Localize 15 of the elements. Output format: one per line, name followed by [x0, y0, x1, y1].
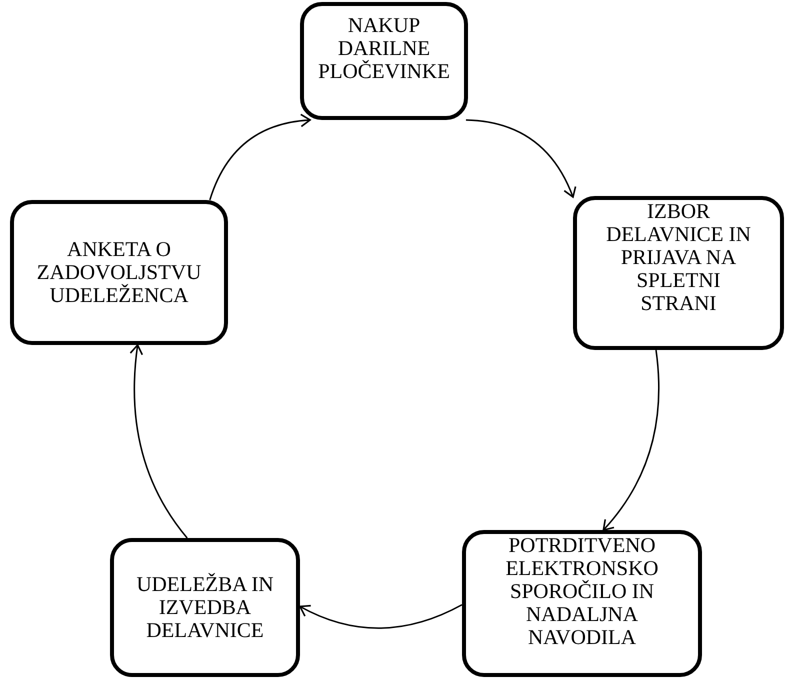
box-label: IZBOR DELAVNICE IN PRIJAVA NA SPLETNI STRANI — [605, 200, 752, 315]
curved-arrow — [209, 114, 311, 200]
curved-arrow — [299, 604, 462, 629]
process-box — [110, 538, 300, 677]
box-label: UDELEŽBA IN IZVEDBA DELAVNICE — [135, 573, 275, 642]
process-box — [573, 196, 784, 350]
curved-arrow — [130, 344, 188, 538]
curved-arrow — [602, 350, 660, 531]
box-label: ANKETA O ZADOVOLJSTVU UDELEŽENCA — [36, 238, 202, 307]
box-label: NAKUP DARILNE PLOČEVINKE — [317, 14, 451, 83]
process-box — [300, 2, 468, 120]
process-box — [462, 530, 702, 677]
curved-arrow — [466, 119, 576, 198]
process-box — [10, 200, 228, 345]
box-label: POTRDITVENO ELEKTRONSKO SPOROČILO IN NADALJNA NAVODILA — [504, 534, 660, 649]
